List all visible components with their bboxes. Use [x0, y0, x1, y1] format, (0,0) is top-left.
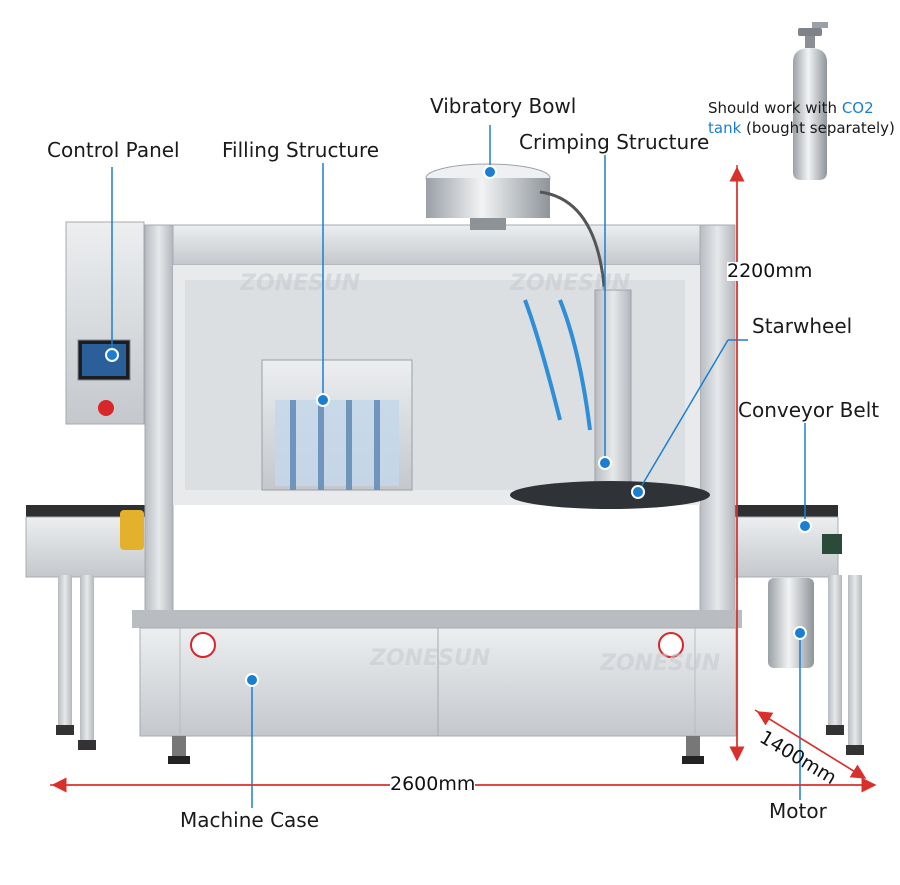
label-control-panel: Control Panel: [47, 138, 180, 162]
label-filling-structure: Filling Structure: [222, 138, 380, 162]
crimping-unit: [510, 289, 710, 509]
note-line1: Should work with: [708, 99, 842, 117]
dimension-height: 2200mm: [727, 260, 813, 282]
left-conveyor: [25, 505, 147, 750]
filling-heads: [261, 359, 413, 491]
label-conveyor-belt: Conveyor Belt: [738, 398, 880, 422]
callout-dots: [105, 165, 812, 687]
right-conveyor: [725, 505, 864, 755]
dimension-width: 2600mm: [390, 773, 476, 795]
note-co2: CO2: [841, 99, 874, 117]
watermark-1: ZONESUN: [239, 271, 360, 296]
machine-frame: [144, 224, 736, 616]
label-motor: Motor: [769, 799, 827, 823]
vibratory-bowl-unit: [425, 163, 607, 301]
watermark-2: ZONESUN: [509, 271, 630, 296]
note-line2: (bought separately): [741, 119, 895, 137]
co2-note: Should work with CO2 tank (bought separa…: [708, 98, 895, 138]
machine-case-body: [132, 610, 742, 764]
control-panel-box: [65, 221, 145, 425]
label-machine-case: Machine Case: [180, 808, 320, 832]
callout-lines: [111, 125, 806, 808]
co2-tank-icon: [793, 22, 828, 180]
label-vibratory-bowl: Vibratory Bowl: [430, 94, 577, 118]
label-starwheel: Starwheel: [752, 314, 853, 338]
watermark-4: ZONESUN: [599, 651, 720, 676]
note-tank: tank: [708, 119, 742, 137]
watermark-3: ZONESUN: [369, 646, 490, 671]
label-crimping-structure: Crimping Structure: [519, 130, 710, 154]
